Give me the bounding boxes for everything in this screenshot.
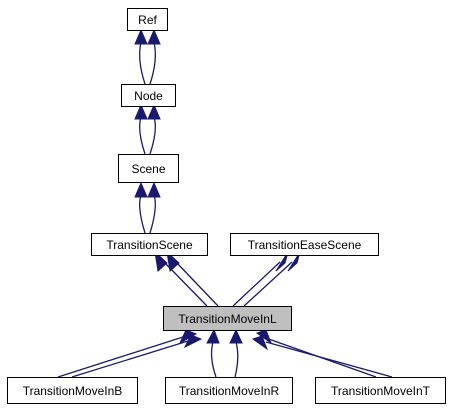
node-node-label: Node (134, 89, 163, 103)
edge-transitionmoveinl-to-transitionscene (154, 250, 219, 307)
node-transitionmoveint[interactable]: TransitionMoveInT (315, 377, 446, 404)
node-ref-label: Ref (138, 13, 157, 27)
node-transitionmoveinl-label: TransitionMoveInL (178, 312, 277, 326)
node-transitionmoveinb[interactable]: TransitionMoveInB (7, 377, 138, 404)
edge-transitionmoveinr-to-transitionmoveinl (206, 328, 243, 378)
node-scene-label: Scene (131, 162, 165, 176)
node-transitioneasescene-label: TransitionEaseScene (248, 238, 362, 252)
edge-transitionmoveinb-to-transitionmoveinl (57, 329, 203, 378)
node-transitionmoveinr-label: TransitionMoveInR (179, 384, 280, 398)
edge-transitionmoveinl-to-transitioneasescene (232, 251, 301, 307)
edge-scene-to-node (134, 103, 161, 155)
node-scene[interactable]: Scene (118, 154, 179, 183)
node-transitioneasescene[interactable]: TransitionEaseScene (230, 233, 379, 256)
edge-transitionmoveint-to-transitionmoveinl (251, 329, 393, 378)
edge-node-to-ref (134, 28, 161, 85)
node-transitionscene-label: TransitionScene (106, 238, 193, 252)
node-transitionmoveinb-label: TransitionMoveInB (23, 384, 123, 398)
node-node[interactable]: Node (121, 84, 176, 107)
node-transitionmoveinl[interactable]: TransitionMoveInL (163, 306, 292, 331)
node-ref[interactable]: Ref (127, 8, 168, 31)
edges (57, 28, 393, 378)
node-transitionmoveinr[interactable]: TransitionMoveInR (165, 377, 293, 404)
node-transitionscene[interactable]: TransitionScene (91, 233, 208, 256)
edge-transitionscene-to-scene (134, 181, 161, 234)
node-transitionmoveint-label: TransitionMoveInT (331, 384, 431, 398)
